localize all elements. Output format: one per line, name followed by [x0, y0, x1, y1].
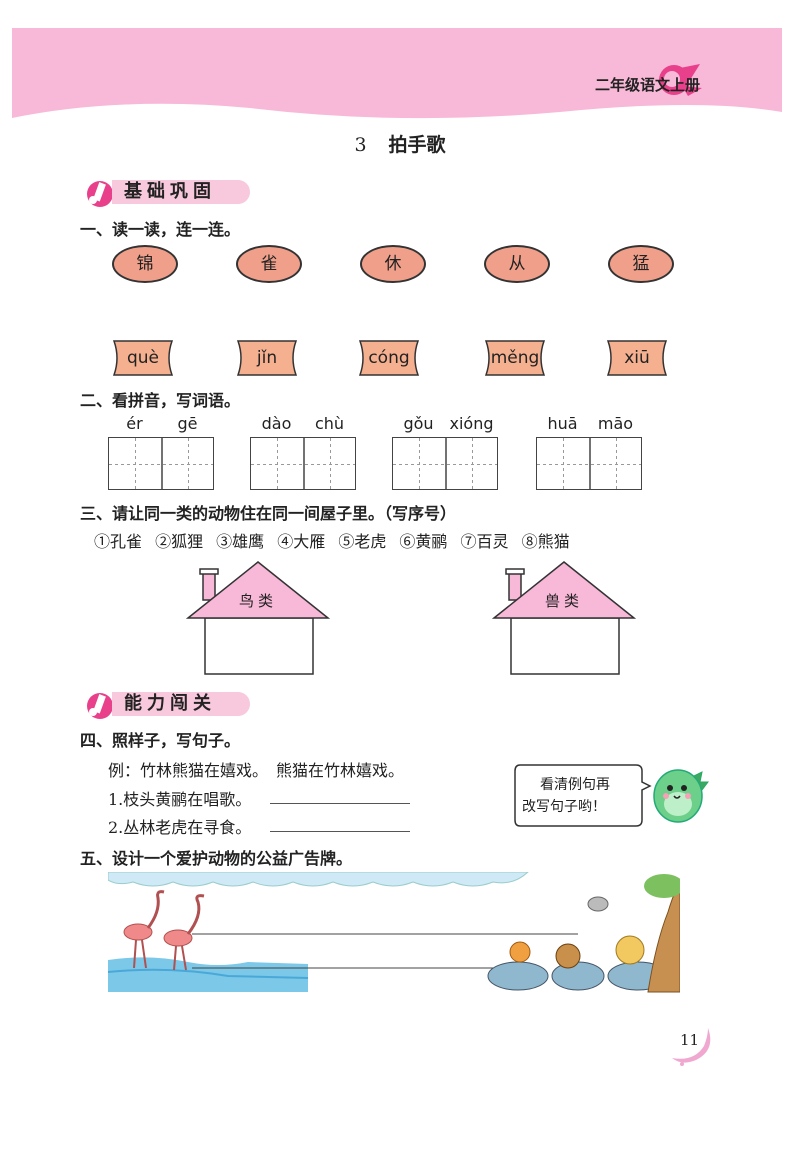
- pinyin-syllable: māo: [597, 414, 634, 433]
- char-oval: 猛: [608, 245, 674, 283]
- speech-bubble: [514, 764, 652, 827]
- writing-grid[interactable]: [536, 437, 642, 490]
- bubble-text: 看清例句再: [540, 777, 610, 793]
- pinyin-tag: xiū: [600, 340, 674, 376]
- q1-title: 一、读一读，连一连。: [80, 220, 241, 239]
- tree-icon: [587, 874, 680, 993]
- animal-list: ①孔雀 ②狐狸 ③雄鹰 ④大雁 ⑤老虎 ⑥黄鹂 ⑦百灵 ⑧熊猫: [94, 532, 570, 551]
- house-beasts[interactable]: [492, 560, 636, 678]
- example-sentence: 例：竹林熊猫在嬉戏。 熊猫在竹林嬉戏。: [108, 761, 405, 780]
- moon-icon: [672, 1028, 711, 1066]
- sentence-item: 1.枝头黄鹂在唱歌。: [108, 790, 252, 809]
- logo-icon: [659, 64, 702, 96]
- answer-line[interactable]: [270, 803, 410, 804]
- section-banner-ability: 能力闯关: [84, 692, 254, 719]
- pinyin-syllable: dào: [261, 414, 292, 433]
- lesson-title: 3 拍手歌: [0, 130, 800, 157]
- section-banner-basics: 基础巩固: [84, 180, 254, 207]
- ad-board-illustration: [108, 872, 680, 993]
- series-title: 二年级语文上册: [594, 76, 700, 94]
- pinyin-text: jǐn: [256, 348, 278, 368]
- writing-grid[interactable]: [108, 437, 214, 490]
- section-label: 能力闯关: [112, 692, 250, 716]
- q5-title: 五、设计一个爱护动物的公益广告牌。: [80, 849, 353, 868]
- pinyin-syllable: ér: [126, 414, 143, 433]
- pinyin-pair: gǒu xióng: [392, 414, 498, 433]
- pinyin-text: cóng: [368, 348, 410, 368]
- pinyin-text: měng: [490, 348, 540, 368]
- writing-grid[interactable]: [250, 437, 356, 490]
- char-oval: 锦: [112, 245, 178, 283]
- sentence-item: 2.丛林老虎在寻食。: [108, 818, 252, 837]
- writing-grid[interactable]: [392, 437, 498, 490]
- pinyin-pair: dào chù: [250, 414, 356, 433]
- lesson-number: 3: [354, 134, 367, 156]
- char-oval: 从: [484, 245, 550, 283]
- pencil-cap-icon: [87, 693, 113, 719]
- pinyin-syllable: huā: [547, 414, 578, 433]
- pinyin-text: què: [126, 348, 160, 368]
- pinyin-tag: měng: [478, 340, 552, 376]
- pencil-cap-icon: [87, 181, 113, 207]
- page-number: 11: [680, 1031, 700, 1049]
- pinyin-syllable: xióng: [449, 414, 494, 433]
- char-oval: 雀: [236, 245, 302, 283]
- pinyin-syllable: gē: [177, 414, 198, 433]
- dinosaur-mascot-icon: [653, 769, 709, 823]
- pinyin-syllable: gǒu: [403, 414, 434, 433]
- lesson-name: 拍手歌: [388, 134, 446, 156]
- char-oval: 休: [360, 245, 426, 283]
- house-label-beasts: 兽类: [544, 592, 583, 610]
- pinyin-syllable: chù: [314, 414, 345, 433]
- house-birds[interactable]: [186, 560, 330, 678]
- pinyin-pair: ér gē: [108, 414, 214, 433]
- header-band: [12, 28, 782, 119]
- pinyin-text: xiū: [624, 348, 650, 368]
- q3-title: 三、请让同一类的动物住在同一间屋子里。（写序号）: [80, 504, 457, 523]
- pinyin-tag: què: [106, 340, 180, 376]
- q2-title: 二、看拼音，写词语。: [80, 391, 241, 410]
- section-label: 基础巩固: [112, 180, 250, 204]
- pinyin-tag: cóng: [352, 340, 426, 376]
- flamingo-icon: [123, 890, 205, 971]
- pinyin-tag: jǐn: [230, 340, 304, 376]
- answer-line[interactable]: [270, 831, 410, 832]
- bubble-text: 改写句子哟！: [522, 799, 606, 815]
- house-label-birds: 鸟类: [238, 592, 277, 610]
- q4-title: 四、照样子，写句子。: [80, 731, 241, 750]
